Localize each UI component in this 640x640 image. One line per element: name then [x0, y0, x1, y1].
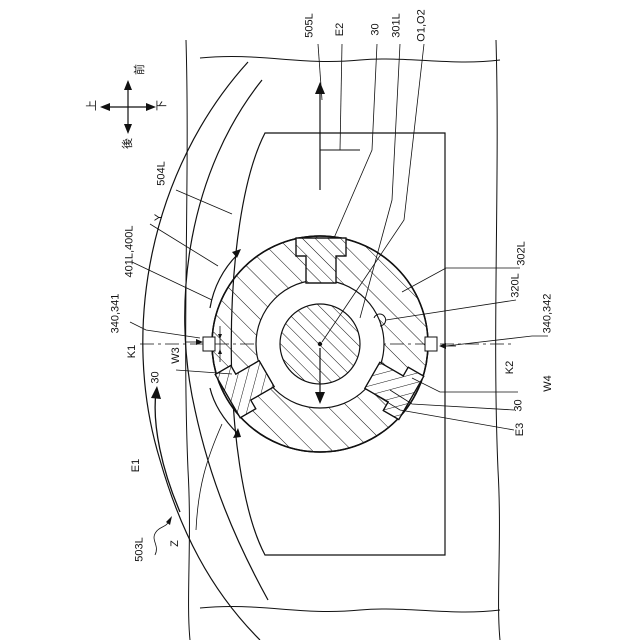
label-301L: 301L [392, 13, 403, 37]
direction-back-label: 後 [122, 138, 133, 149]
direction-up-label: 上 [86, 100, 97, 111]
label-E3: E3 [515, 423, 526, 436]
label-340-341: 340,341 [110, 294, 121, 334]
frame-top-break-line [200, 56, 500, 61]
label-W4: W4 [543, 375, 554, 392]
label-30-right: 30 [514, 399, 525, 411]
label-503L: 503L [135, 537, 146, 561]
label-30-left: 30 [151, 371, 162, 383]
pin-342 [425, 337, 437, 351]
arrow-E1 [155, 392, 180, 512]
label-320L: 320L [511, 273, 522, 297]
label-302L: 302L [517, 241, 528, 265]
direction-front-label: 前 [134, 64, 145, 75]
label-Y: Y [154, 214, 165, 221]
label-30-top: 30 [371, 23, 382, 35]
label-K2: K2 [505, 361, 516, 374]
label-O1-O2: O1,O2 [417, 9, 428, 41]
label-E1: E1 [131, 459, 142, 472]
frame-bottom-break-line [200, 606, 500, 611]
frame-left-break-line [186, 40, 190, 640]
label-401L-400L: 401L,400L [125, 226, 136, 278]
direction-indicator [100, 80, 156, 134]
label-340-342: 340,342 [542, 294, 553, 334]
direction-down-label: 下 [156, 100, 167, 111]
label-504L: 504L [157, 161, 168, 185]
label-505L: 505L [305, 13, 316, 37]
label-E2: E2 [335, 23, 346, 36]
label-K1: K1 [127, 345, 138, 358]
label-Z: Z [170, 540, 181, 547]
label-W3: W3 [171, 347, 182, 364]
pin-341 [203, 337, 215, 351]
